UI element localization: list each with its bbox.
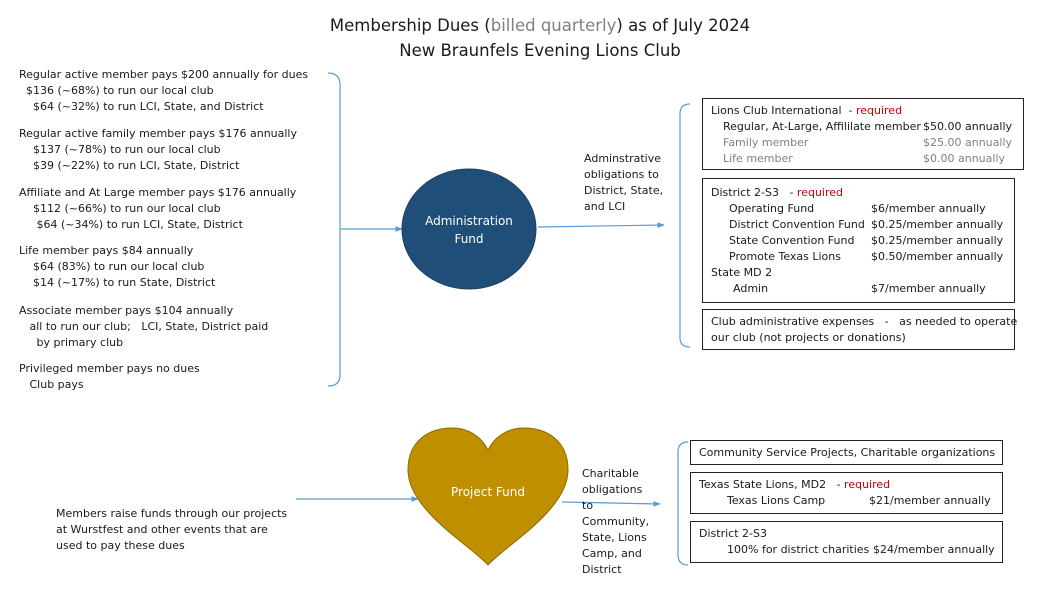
district-row-amount: $6/member annually xyxy=(871,202,986,215)
lci-row-amount: $25.00 annually xyxy=(923,136,1013,149)
required-label: required xyxy=(844,478,891,491)
district-charity-title: District 2-S3 xyxy=(699,527,767,540)
district-charity-label: 100% for district charities xyxy=(727,543,870,556)
required-label: required xyxy=(796,186,844,199)
state-row-label: Admin xyxy=(733,282,769,295)
member-life: Life member pays $84 annually $64 (83%) … xyxy=(19,244,216,289)
title-text: Membership Dues ( xyxy=(329,16,491,35)
raise-funds-text: Members raise funds through our projects… xyxy=(56,507,288,552)
state-md2-title: State MD 2 xyxy=(711,266,773,279)
district-row-amount: $0.50/member annually xyxy=(871,250,1004,263)
district-row-label: Promote Texas Lions xyxy=(729,250,841,263)
district-row-label: State Convention Fund xyxy=(729,234,855,247)
district-row-amount: $0.25/member annually xyxy=(871,218,1004,231)
lci-title: Lions Club International - required xyxy=(711,104,903,117)
member-family: Regular active family member pays $176 a… xyxy=(19,127,298,172)
page-title: Membership Dues (billed quarterly) as of… xyxy=(0,15,1043,37)
club-admin-line2: our club (not projects or donations) xyxy=(711,331,906,344)
texas-lions-box: Texas State Lions, MD2 - required Texas … xyxy=(690,472,1003,514)
lci-row-amount: $0.00 annually xyxy=(923,152,1006,165)
project-to-obligations-arrow xyxy=(561,500,661,507)
texas-row-label: Texas Lions Camp xyxy=(727,494,826,507)
title-text-end: ) as of July 2024 xyxy=(616,16,751,35)
member-privileged: Privileged member pays no dues Club pays xyxy=(19,362,200,391)
district-row-label: Operating Fund xyxy=(729,202,815,215)
project-brace xyxy=(677,441,689,566)
district-title: District 2-S3 - required xyxy=(711,186,844,199)
district-box: District 2-S3 - required Operating Fund … xyxy=(702,178,1015,303)
members-brace xyxy=(327,72,341,387)
lci-row-amount: $50.00 annually xyxy=(923,120,1013,133)
project-fund-heart xyxy=(407,427,569,566)
lci-row-label: Family member xyxy=(723,136,809,149)
lci-row-label: Life member xyxy=(723,152,793,165)
community-line: Community Service Projects, Charitable o… xyxy=(699,446,996,459)
lci-row-label: Regular, At-Large, Affililate member xyxy=(723,120,921,133)
texas-row-amount: $21/member annually xyxy=(869,494,991,507)
texas-title: Texas State Lions, MD2 - required xyxy=(699,478,891,491)
admin-to-obligations-arrow xyxy=(537,222,665,228)
page-subtitle: New Braunfels Evening Lions Club xyxy=(399,41,681,60)
admin-fund-circle xyxy=(401,168,537,290)
member-regular: Regular active member pays $200 annually… xyxy=(19,68,309,113)
district-charity-box: District 2-S3 100% for district charitie… xyxy=(690,521,1003,563)
community-box: Community Service Projects, Charitable o… xyxy=(690,440,1003,465)
state-row-amount: $7/member annually xyxy=(871,282,986,295)
district-charity-amount: $24/member annually xyxy=(873,543,995,556)
admin-brace xyxy=(679,103,691,348)
title-billed-quarterly: billed quarterly xyxy=(490,16,617,35)
club-admin-box: Club administrative expenses - as needed… xyxy=(702,309,1018,350)
club-admin-line1: Club administrative expenses - as needed… xyxy=(711,315,1018,328)
member-associate: Associate member pays $104 annually all … xyxy=(19,304,269,349)
lci-box: Lions Club International - required Regu… xyxy=(702,98,1024,170)
required-label: required xyxy=(855,104,903,117)
district-row-amount: $0.25/member annually xyxy=(871,234,1004,247)
district-row-label: District Convention Fund xyxy=(729,218,865,231)
project-fund-label: Project Fund xyxy=(451,485,525,499)
member-affiliate: Affiliate and At Large member pays $176 … xyxy=(19,186,297,231)
